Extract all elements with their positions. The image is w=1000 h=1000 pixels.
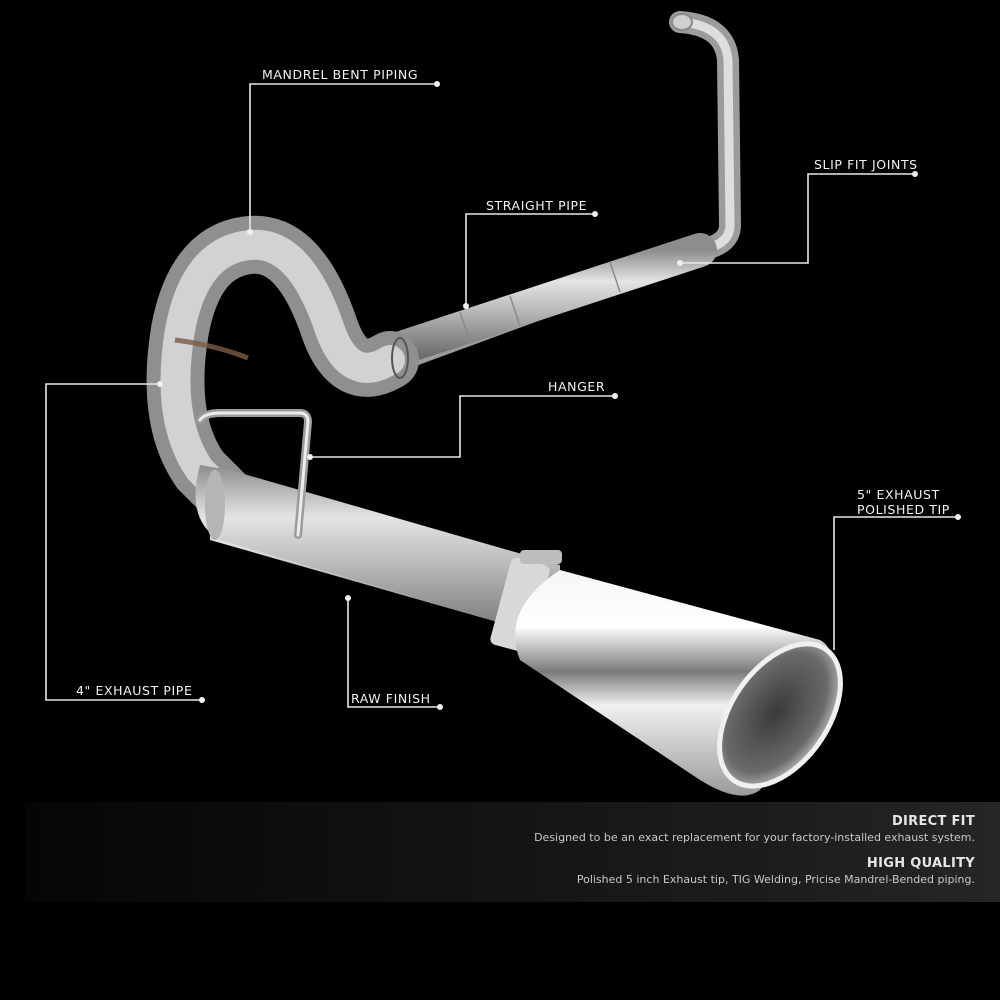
clamp [490,550,562,653]
feature-title: HIGH QUALITY [866,856,975,871]
callout-4in-exhaust-pipe: 4" EXHAUST PIPE [76,683,193,698]
leader-dots [157,81,961,710]
feature-title: DIRECT FIT [891,814,975,829]
callout-mandrel-bent-piping: MANDREL BENT PIPING [262,67,419,82]
callout-straight-pipe: STRAIGHT PIPE [486,198,588,213]
polished-tip [515,570,843,796]
mandrel-bend [146,215,419,529]
feature-direct-fit: DIRECT FIT Designed to be an exact repla… [534,814,975,844]
leader-lines [45,83,958,708]
callout-hanger: HANGER [548,379,606,394]
straight-pipe [363,233,717,372]
callout-exhaust-tip-line1: 5" EXHAUST [857,487,940,502]
callout-raw-finish: RAW FINISH [351,691,431,706]
feature-banner: DIRECT FIT Designed to be an exact repla… [25,802,1000,902]
callout-exhaust-tip-line2: POLISHED TIP [857,502,950,517]
callout-slip-fit-joints: SLIP FIT JOINTS [814,157,918,172]
hanger-rod [196,409,313,539]
feature-description: Designed to be an exact replacement for … [534,831,975,844]
feature-description: Polished 5 inch Exhaust tip, TIG Welding… [576,873,975,886]
feature-high-quality: HIGH QUALITY Polished 5 inch Exhaust tip… [577,856,975,886]
